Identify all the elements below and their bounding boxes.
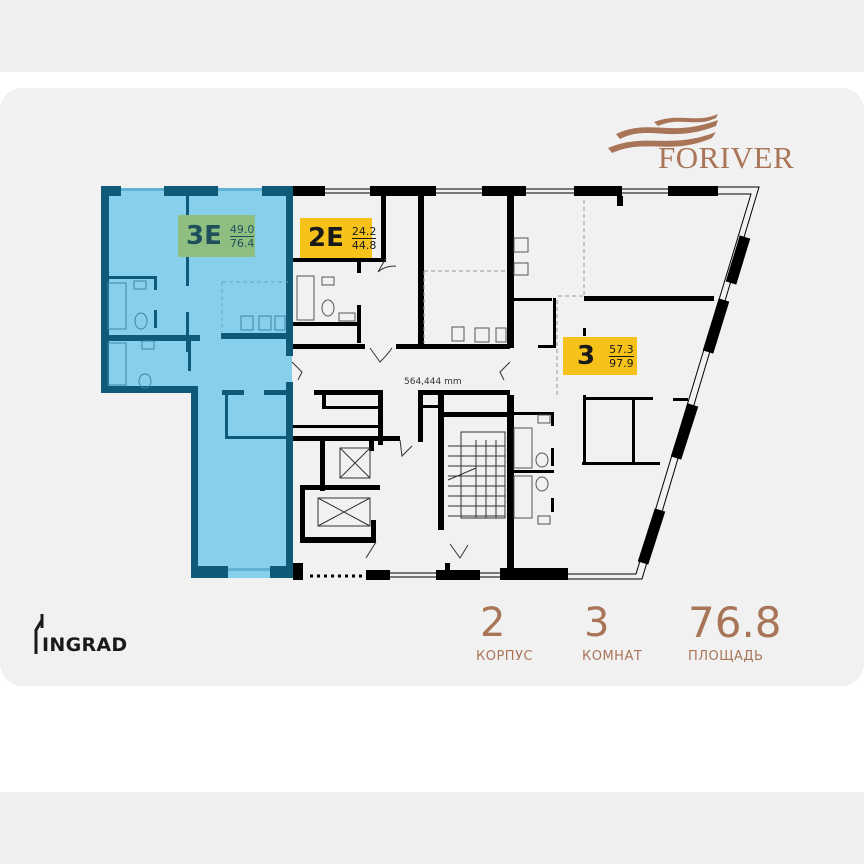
- house-outline-icon: [34, 619, 44, 654]
- building-caption: КОРПУС: [476, 649, 534, 664]
- total-area: 97.9: [609, 356, 634, 370]
- rooms-caption: КОМНАТ: [582, 649, 643, 664]
- total-area: 44.8: [351, 238, 377, 252]
- apartment-badge-2e[interactable]: 2E 24.2 44.8: [300, 218, 377, 258]
- stat-building: 2 КОРПУС: [476, 603, 533, 664]
- total-area: 76.4: [229, 236, 255, 250]
- ingrad-logo-text: INGRAD: [42, 634, 128, 656]
- stat-area: 76.8 ПЛОЩАДЬ: [688, 598, 782, 665]
- living-area: 24.2: [351, 224, 377, 239]
- stat-rooms: 3 КОМНАТ: [582, 603, 642, 664]
- living-area: 57.3: [609, 342, 634, 357]
- apartment-label: 2E: [308, 223, 344, 253]
- rooms-count: 3: [584, 600, 610, 646]
- apartment-label: 3E: [186, 221, 222, 251]
- house-roof-icon: [40, 614, 44, 628]
- foriver-waves-icon: [608, 114, 718, 153]
- apartment-badge-3e[interactable]: 3E 49.0 76.4: [178, 215, 255, 257]
- apartment-area: 24.2 44.8: [351, 224, 377, 252]
- apartment-label: 3: [577, 341, 596, 371]
- apartment-badge-3[interactable]: 3 57.3 97.9: [563, 337, 637, 375]
- area-caption: ПЛОЩАДЬ: [688, 649, 764, 664]
- foriver-logo: FORIVER: [658, 140, 795, 175]
- building-number: 2: [480, 600, 506, 646]
- apartment-area: 49.0 76.4: [229, 222, 255, 250]
- apartment-area: 57.3 97.9: [609, 343, 634, 370]
- dimension-label: 564,444 mm: [404, 377, 462, 387]
- area-value: 76.8: [688, 598, 782, 647]
- living-area: 49.0: [229, 222, 255, 237]
- ingrad-logo: INGRAD: [34, 612, 127, 656]
- apartment-3e-selected[interactable]: [101, 186, 293, 578]
